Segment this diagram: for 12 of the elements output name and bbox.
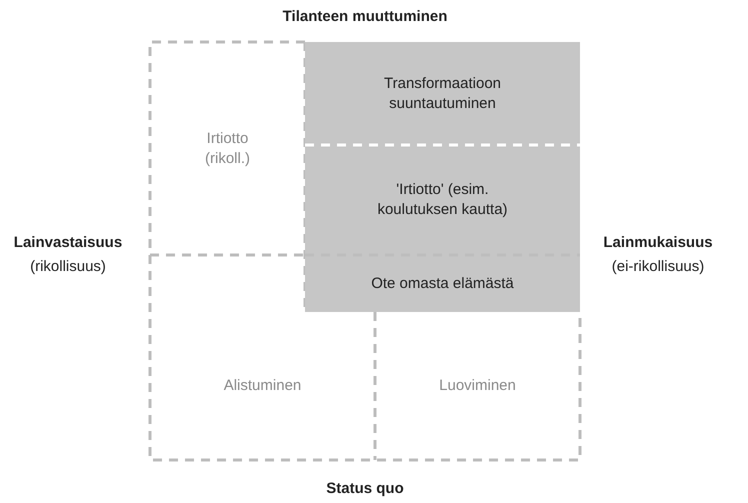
shaded-region: Transformaatioon suuntautuminen [305, 42, 580, 145]
axis-label: Lainvastaisuus [14, 234, 122, 251]
shaded-region: Ote omasta elämästä [305, 255, 580, 312]
axis-label: Status quo [326, 480, 404, 497]
region-label: Alistuminen [150, 312, 375, 460]
region-label: Luoviminen [375, 312, 580, 460]
axis-label: Lainmukaisuus [603, 234, 713, 251]
axis-label: (ei-rikollisuus) [612, 258, 704, 275]
shaded-region: 'Irtiotto' (esim. koulutuksen kautta) [305, 145, 580, 255]
axis-label: (rikollisuus) [30, 258, 106, 275]
axis-label: Tilanteen muuttuminen [282, 8, 448, 25]
region-label: Irtiotto (rikoll.) [150, 42, 305, 255]
